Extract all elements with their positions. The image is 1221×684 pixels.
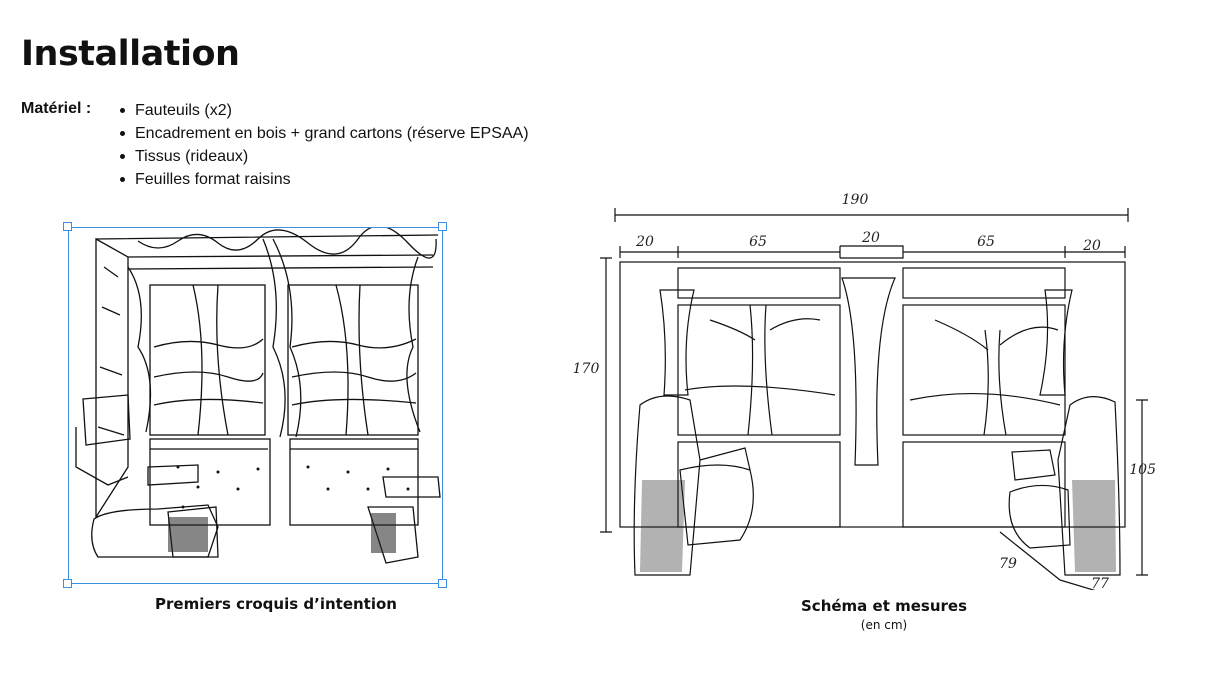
schema-caption: Schéma et mesures xyxy=(801,597,967,615)
dim-left-side: 20 xyxy=(635,234,654,250)
resize-handle-top-left[interactable] xyxy=(63,222,72,231)
list-item: Encadrement en bois + grand cartons (rés… xyxy=(118,122,529,145)
materiel-list: Fauteuils (x2) Encadrement en bois + gra… xyxy=(118,99,529,191)
dim-right-side: 20 xyxy=(1082,238,1101,254)
schema-subcaption: (en cm) xyxy=(860,618,908,632)
resize-handle-bottom-right[interactable] xyxy=(438,579,447,588)
dim-total-width: 190 xyxy=(842,192,869,208)
materiel-label: Matériel : xyxy=(21,100,92,117)
list-item: Tissus (rideaux) xyxy=(118,145,529,168)
schema-image[interactable]: 190 20 65 20 65 20 170 105 79 77 xyxy=(560,180,1160,590)
dim-center-panel: 20 xyxy=(861,230,880,246)
dim-seat-depth: 79 xyxy=(999,556,1017,572)
resize-handle-top-right[interactable] xyxy=(438,222,447,231)
sketch-caption: Premiers croquis d’intention xyxy=(155,595,397,613)
dim-right-window: 65 xyxy=(977,234,995,250)
page-title: Installation xyxy=(21,34,240,74)
dim-seat-height: 105 xyxy=(1129,462,1156,478)
resize-handle-bottom-left[interactable] xyxy=(63,579,72,588)
list-item: Fauteuils (x2) xyxy=(118,99,529,122)
selection-frame xyxy=(68,227,443,584)
dim-left-window: 65 xyxy=(749,234,767,250)
dim-seat-width: 77 xyxy=(1091,576,1109,590)
list-item: Feuilles format raisins xyxy=(118,168,529,191)
dim-height: 170 xyxy=(573,361,600,377)
sketch-image[interactable] xyxy=(68,227,443,584)
